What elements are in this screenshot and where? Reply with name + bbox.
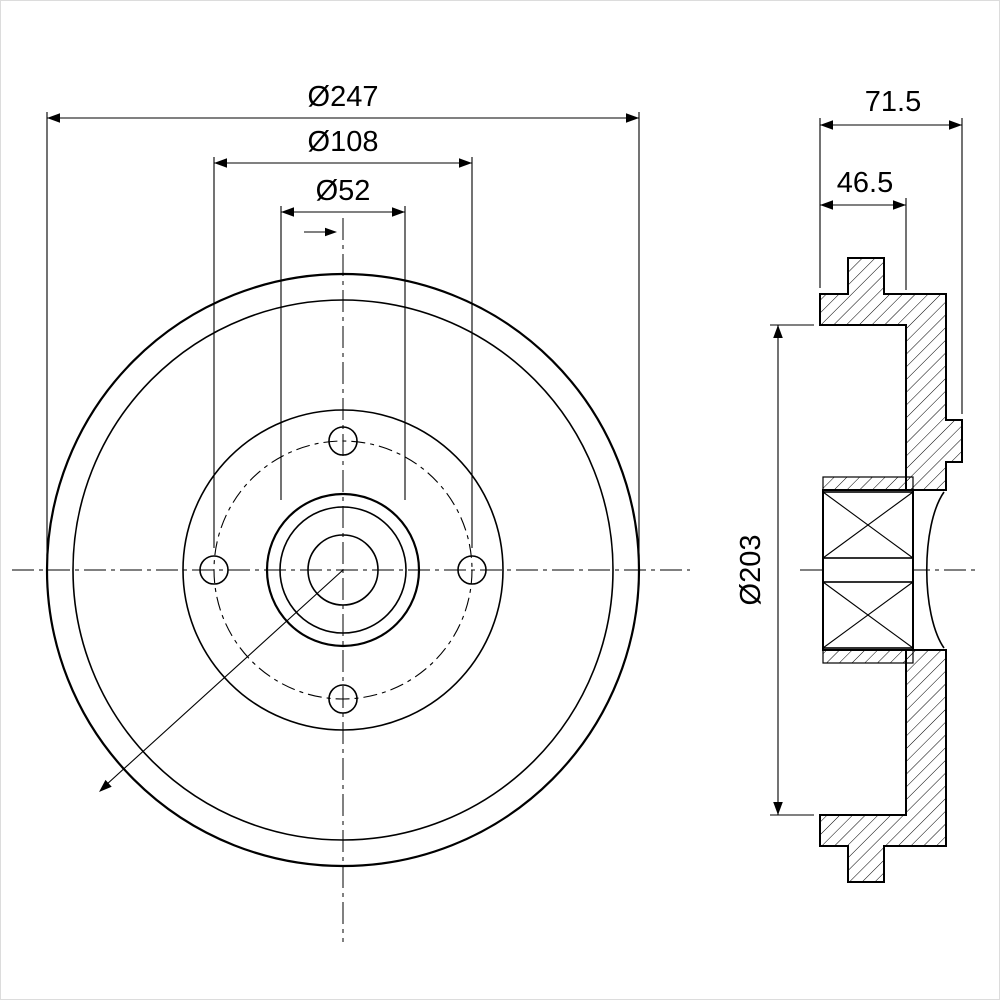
bearing-cross-line <box>822 581 914 649</box>
dim-label-inner-depth: 46.5 <box>837 167 893 199</box>
centerline-pointer <box>304 227 337 237</box>
section-bottom-wall-hatched <box>819 649 947 883</box>
arrow-up-icon <box>773 325 783 338</box>
radius-leader <box>99 569 344 792</box>
front-centerlines <box>12 218 690 942</box>
front-view: Ø247 Ø108 Ø52 <box>12 81 690 942</box>
dim-center-bore: Ø52 <box>280 175 406 500</box>
dim-label-total-width: 71.5 <box>865 86 921 118</box>
bolt-hole <box>328 684 358 714</box>
arrow-left-icon <box>820 120 833 130</box>
dim-label-center-bore: Ø52 <box>316 175 371 207</box>
center-bore-circle <box>307 534 379 606</box>
arrow-right-icon <box>459 158 472 168</box>
dim-label-bolt-circle: Ø108 <box>308 126 379 158</box>
back-web-curve <box>925 491 945 649</box>
bearing-cross-line <box>822 491 914 559</box>
arrow-right-icon <box>949 120 962 130</box>
drum-circles <box>45 272 641 868</box>
arrow-right-icon <box>626 113 639 123</box>
bearing-upper <box>822 491 914 559</box>
bolt-hole <box>457 555 487 585</box>
bolt-circle-dashed <box>213 440 473 700</box>
hub-outer-circle <box>265 492 421 648</box>
arrow-left-icon <box>820 200 833 210</box>
arrow-left-icon <box>281 207 294 217</box>
flange-face-circle <box>182 409 504 731</box>
arrow-right-icon <box>325 227 337 237</box>
dim-inner-depth: 46.5 <box>820 167 907 290</box>
dim-label-outer-diameter: Ø247 <box>308 81 379 113</box>
drum-rim-inner-circle <box>72 299 614 841</box>
arrow-down-icon <box>773 802 783 815</box>
arrow-right-icon <box>392 207 405 217</box>
arrow-left-icon <box>47 113 60 123</box>
bearing-lower <box>822 581 914 649</box>
bearing-box <box>822 491 914 559</box>
bolt-holes <box>199 426 487 714</box>
bolt-hole <box>199 555 229 585</box>
bearing-housing <box>822 476 914 664</box>
drum-outer-circle <box>45 272 641 868</box>
bolt-hole <box>328 426 358 456</box>
radius-leader-arrow-icon <box>99 779 112 792</box>
dim-label-inner-diameter: Ø203 <box>735 535 767 606</box>
radius-leader-line <box>105 569 344 786</box>
arrow-right-icon <box>893 200 906 210</box>
section-view: 71.5 46.5 Ø203 <box>735 86 976 883</box>
dim-outer-diameter: Ø247 <box>46 81 640 556</box>
hub-housing <box>822 489 914 651</box>
dim-inner-diameter: Ø203 <box>735 324 814 816</box>
bearing-seal-top <box>822 476 914 491</box>
section-top-wall-hatched <box>819 257 963 491</box>
dim-total-width: 71.5 <box>819 86 963 414</box>
bearing-seal-bottom <box>822 649 914 664</box>
bearing-box <box>822 581 914 649</box>
hub-pilot-circle <box>279 506 407 634</box>
arrow-left-icon <box>214 158 227 168</box>
dim-bolt-circle: Ø108 <box>213 126 473 548</box>
